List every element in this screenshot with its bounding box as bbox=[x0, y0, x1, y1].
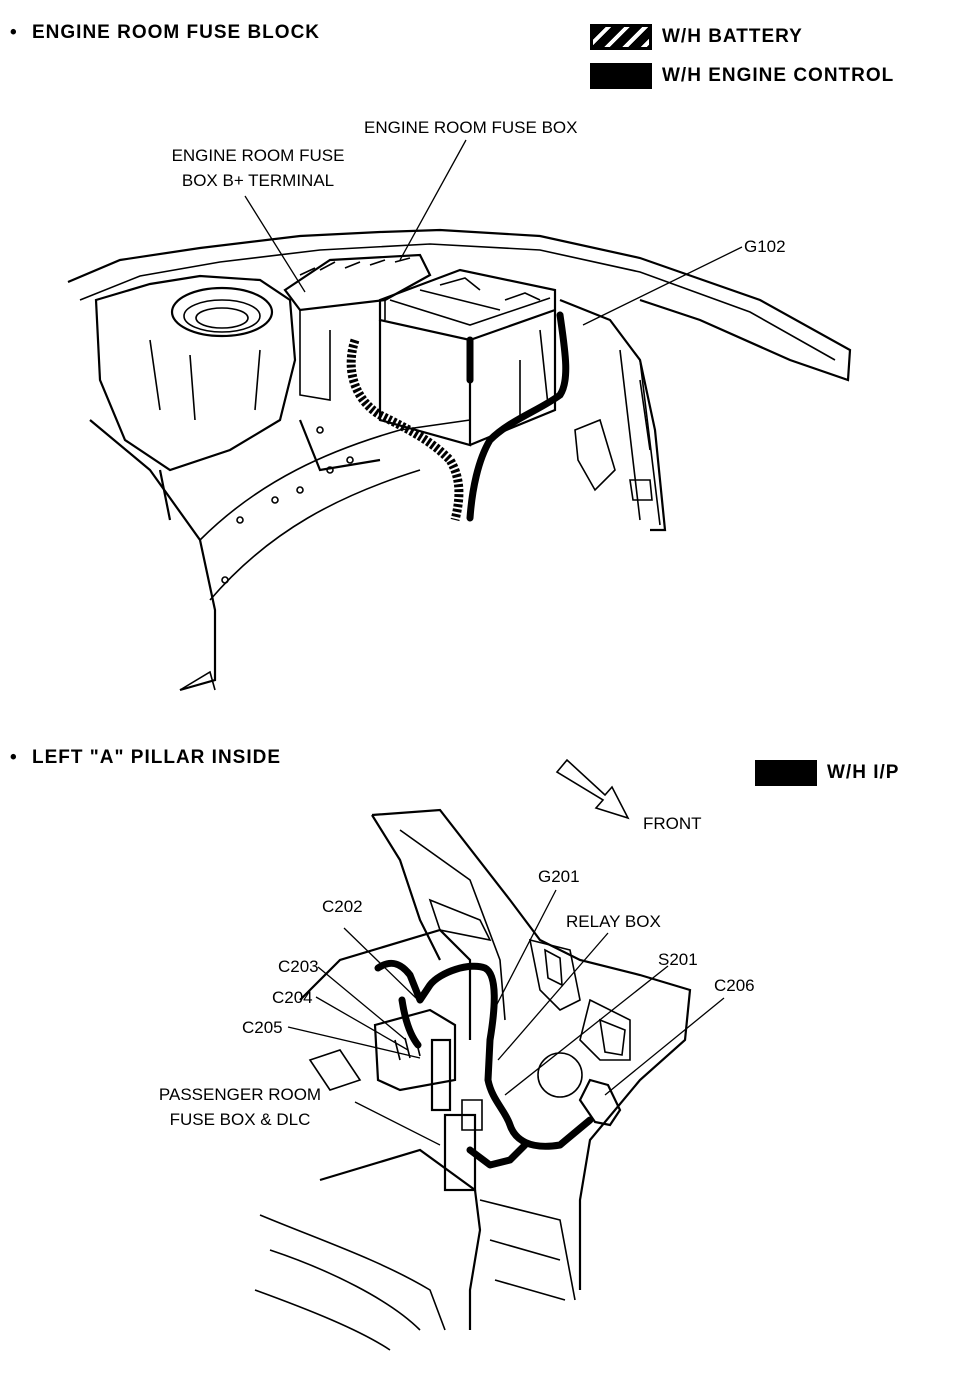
leader-s201 bbox=[504, 965, 669, 1096]
leader-b-plus bbox=[244, 195, 306, 293]
legend-ip: W/H I/P bbox=[755, 760, 899, 786]
legend-engine-control: W/H ENGINE CONTROL bbox=[590, 63, 894, 89]
leader-relay-box bbox=[497, 932, 609, 1061]
label-s201: S201 bbox=[658, 950, 698, 969]
pillar-section-title-text: LEFT "A" PILLAR INSIDE bbox=[32, 747, 282, 768]
battery-harness-swatch bbox=[590, 24, 652, 50]
bullet-icon: • bbox=[10, 22, 18, 43]
front-arrow-icon bbox=[555, 758, 630, 820]
label-passenger-fuse-box-line2: FUSE BOX & DLC bbox=[169, 1110, 311, 1129]
leader-c205 bbox=[287, 1026, 421, 1059]
label-b-plus-terminal: ENGINE ROOM FUSE BOX B+ TERMINAL bbox=[158, 143, 358, 193]
label-relay-box: RELAY BOX bbox=[566, 912, 661, 931]
leader-passenger-fuse-box bbox=[354, 1101, 441, 1146]
engine-control-harness-swatch bbox=[590, 63, 652, 89]
leader-fuse-box bbox=[399, 139, 467, 261]
label-c204: C204 bbox=[272, 988, 313, 1007]
legend-ip-label: W/H I/P bbox=[827, 762, 900, 783]
label-b-plus-terminal-line1: ENGINE ROOM FUSE bbox=[171, 146, 345, 165]
a-pillar-illustration bbox=[254, 758, 692, 1351]
pillar-section-title: • LEFT "A" PILLAR INSIDE bbox=[10, 747, 281, 769]
ip-harness-swatch bbox=[755, 760, 817, 786]
engine-room-illustration bbox=[67, 228, 852, 692]
legend-battery-label: W/H BATTERY bbox=[662, 26, 803, 47]
label-c206: C206 bbox=[714, 976, 755, 995]
leader-c203 bbox=[317, 966, 407, 1041]
legend-engine-control-label: W/H ENGINE CONTROL bbox=[662, 65, 895, 86]
label-c203: C203 bbox=[278, 957, 319, 976]
label-c202: C202 bbox=[322, 897, 363, 916]
label-c205: C205 bbox=[242, 1018, 283, 1037]
leader-g201 bbox=[493, 889, 557, 1011]
label-front: FRONT bbox=[643, 814, 702, 833]
leader-c206 bbox=[604, 997, 725, 1096]
label-passenger-fuse-box-line1: PASSENGER ROOM bbox=[158, 1085, 322, 1104]
leader-c202 bbox=[343, 927, 417, 999]
legend-battery: W/H BATTERY bbox=[590, 24, 803, 50]
leader-c204 bbox=[315, 996, 409, 1051]
label-passenger-fuse-box: PASSENGER ROOM FUSE BOX & DLC bbox=[140, 1082, 340, 1132]
leader-g102 bbox=[582, 246, 743, 326]
label-engine-room-fuse-box: ENGINE ROOM FUSE BOX bbox=[364, 118, 578, 137]
label-g102: G102 bbox=[744, 237, 786, 256]
label-g201: G201 bbox=[538, 867, 580, 886]
engine-section-title-text: ENGINE ROOM FUSE BLOCK bbox=[32, 22, 321, 43]
bullet-icon: • bbox=[10, 747, 18, 768]
label-b-plus-terminal-line2: BOX B+ TERMINAL bbox=[181, 171, 335, 190]
engine-section-title: • ENGINE ROOM FUSE BLOCK bbox=[10, 22, 320, 44]
